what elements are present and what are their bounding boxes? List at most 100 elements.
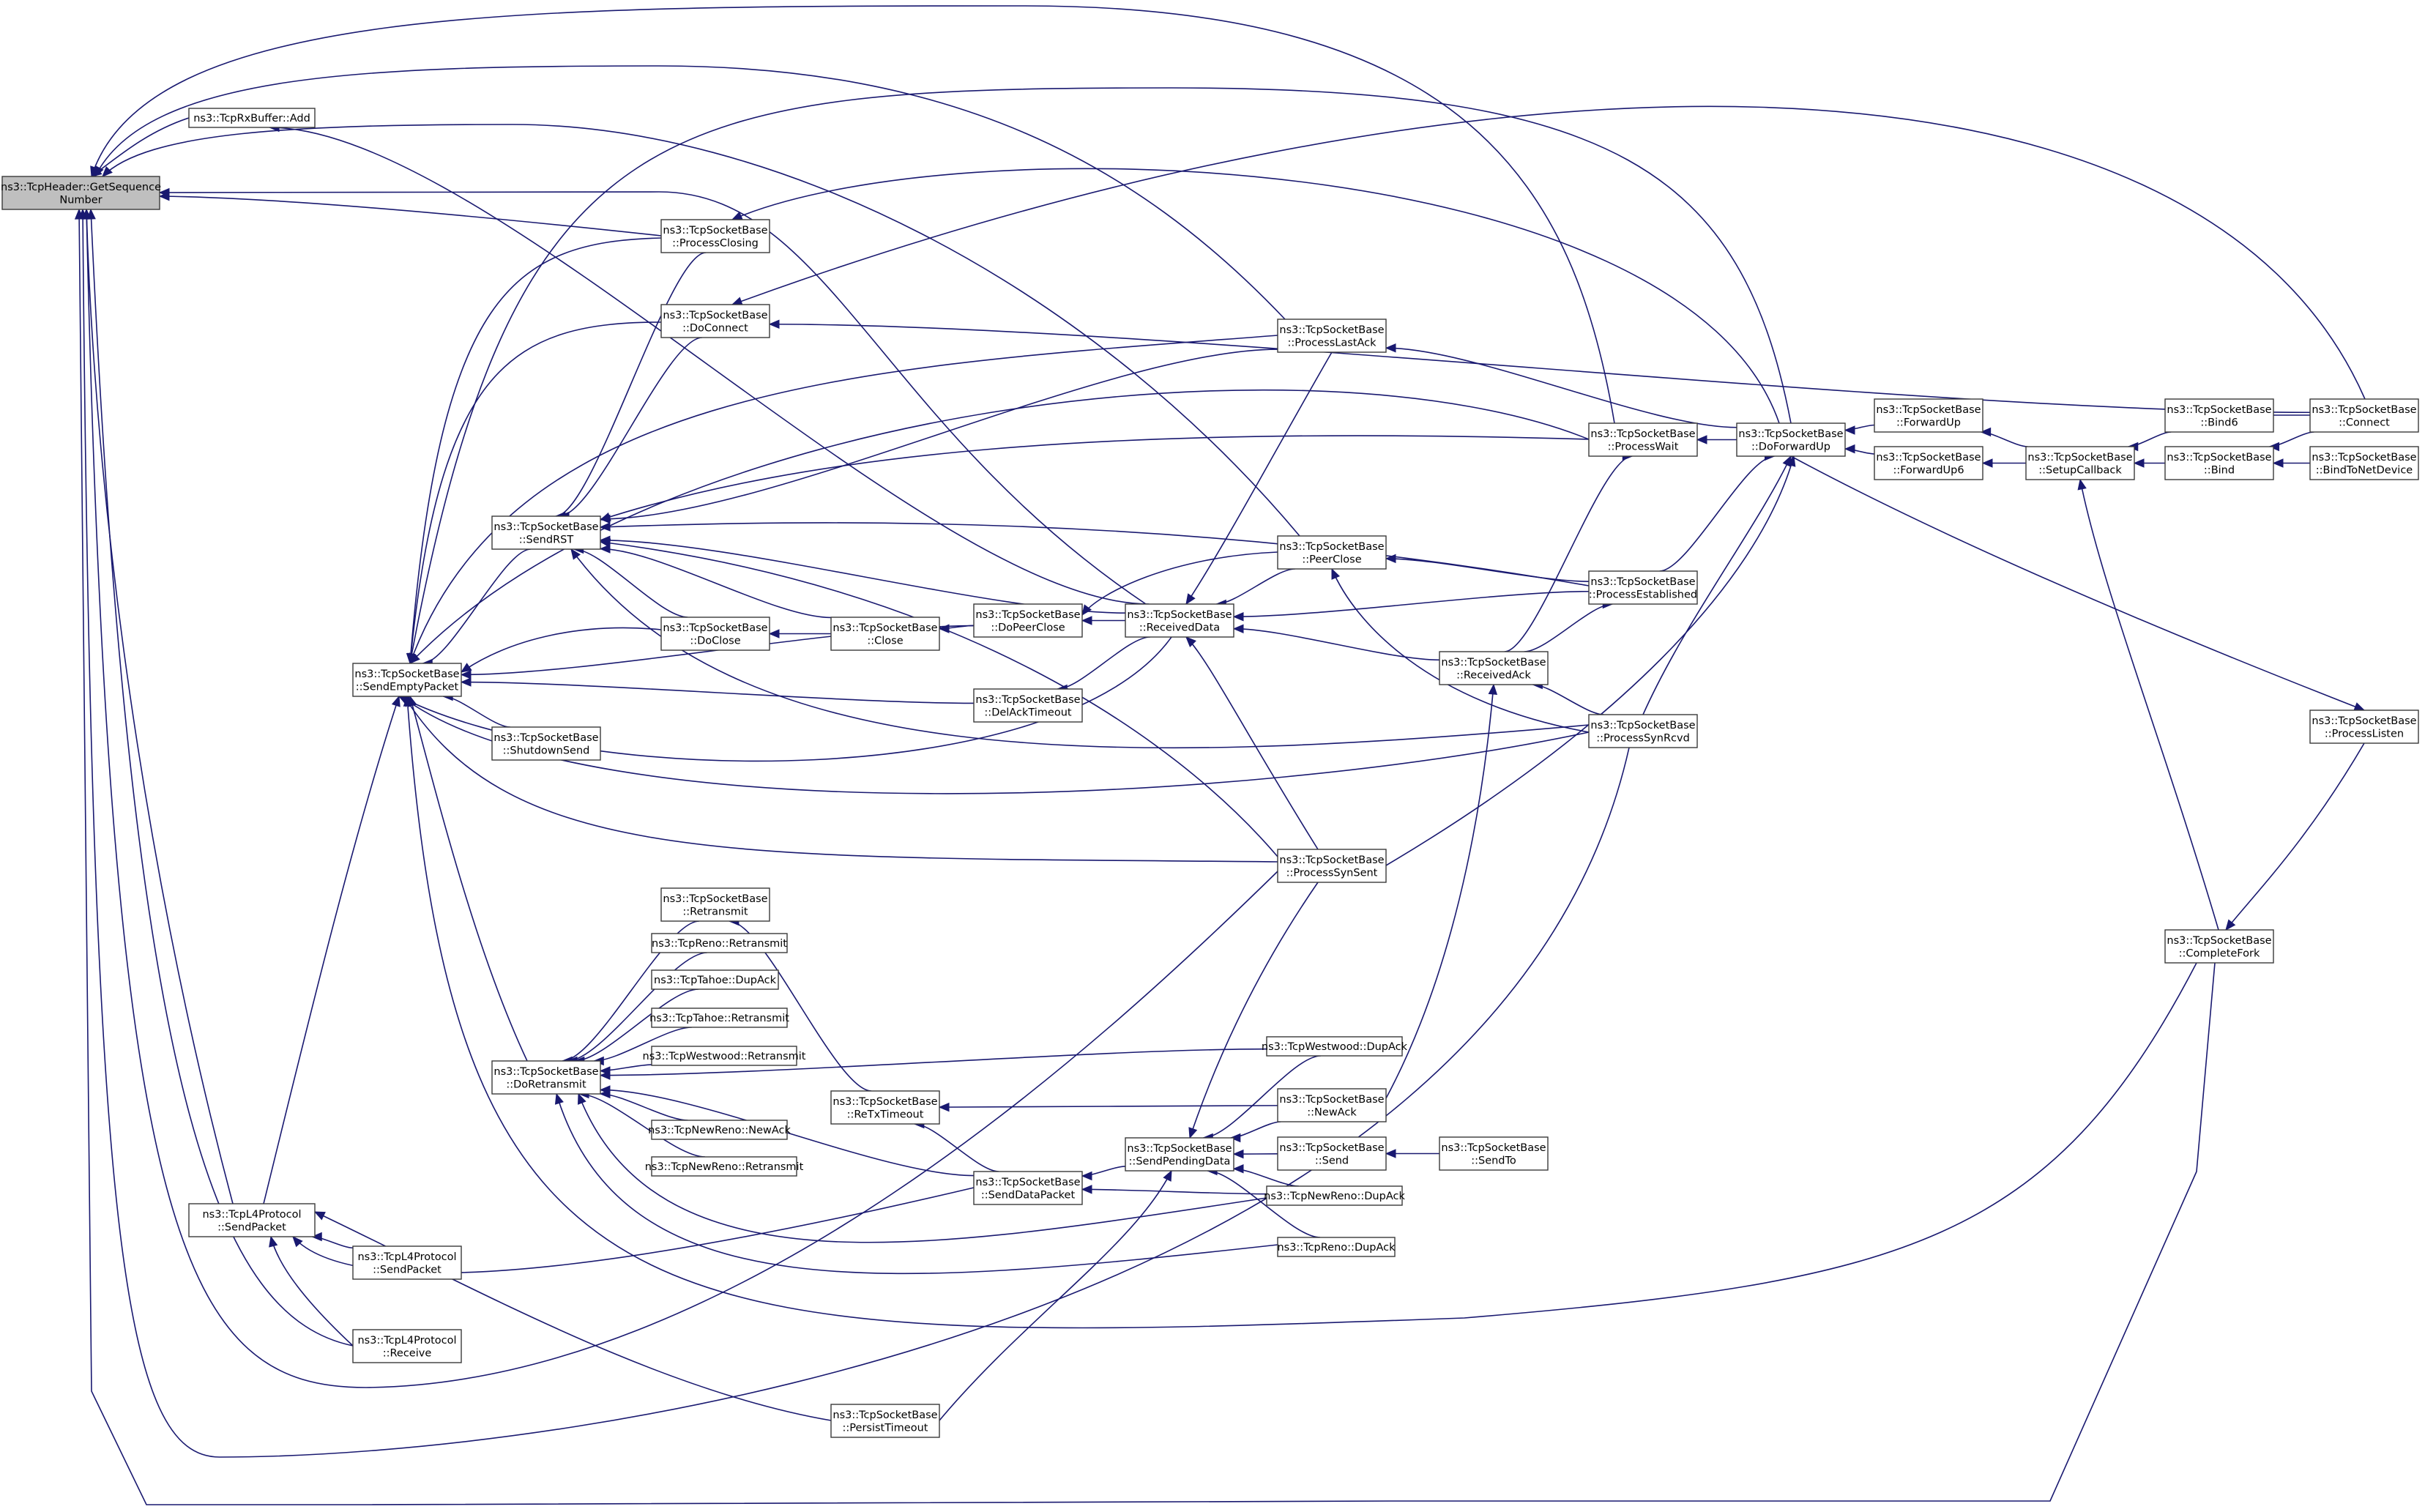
node-box	[1277, 319, 1387, 353]
edge-arrowhead	[313, 1211, 326, 1221]
edge-arrowhead	[1844, 425, 1855, 435]
node-doconnect[interactable]: ns3::TcpSocketBase::DoConnect	[660, 304, 770, 338]
node-tahoedup[interactable]: ns3::TcpTahoe::DupAck	[651, 969, 779, 990]
edge-doconnect-to-sendempty	[409, 321, 662, 664]
edge-nrdup-to-senddata	[1081, 1188, 1267, 1195]
node-lastack[interactable]: ns3::TcpSocketBase::ProcessLastAck	[1277, 319, 1387, 353]
node-nrdup[interactable]: ns3::TcpNewReno::DupAck	[1264, 1185, 1405, 1206]
node-label: ns3::TcpL4Protocol	[357, 1251, 456, 1263]
node-sendempty[interactable]: ns3::TcpSocketBase::SendEmptyPacket	[352, 663, 462, 697]
node-doforwardup[interactable]: ns3::TcpSocketBase::DoForwardUp	[1736, 422, 1846, 457]
node-label: ::CompleteFork	[2179, 947, 2260, 959]
edge-completefork-to-setupcb	[2079, 479, 2219, 931]
node-bind6[interactable]: ns3::TcpSocketBase::Bind6	[2164, 398, 2274, 433]
node-senddata[interactable]: ns3::TcpSocketBase::SendDataPacket	[973, 1171, 1083, 1205]
node-persist[interactable]: ns3::TcpSocketBase::PersistTimeout	[830, 1404, 940, 1438]
node-retransmit[interactable]: ns3::TcpSocketBase::Retransmit	[660, 887, 770, 922]
node-setupcb[interactable]: ns3::TcpSocketBase::SetupCallback	[2025, 446, 2135, 480]
edge-delack-to-sendempty	[461, 681, 975, 704]
node-synsent[interactable]: ns3::TcpSocketBase::ProcessSynSent	[1277, 849, 1387, 883]
node-tahoeretx[interactable]: ns3::TcpTahoe::Retransmit	[649, 1008, 789, 1028]
node-box	[352, 1329, 462, 1363]
node-l4send[interactable]: ns3::TcpL4Protocol::SendPacket	[188, 1203, 316, 1237]
node-listen[interactable]: ns3::TcpSocketBase::ProcessListen	[2309, 710, 2419, 744]
node-completefork[interactable]: ns3::TcpSocketBase::CompleteFork	[2164, 929, 2274, 964]
edge-synsent-to-sendempty	[403, 696, 1278, 863]
edge-arrowhead	[90, 165, 100, 178]
node-box	[188, 108, 316, 128]
node-send[interactable]: ns3::TcpSocketBase::Send	[1277, 1136, 1387, 1171]
node-delack[interactable]: ns3::TcpSocketBase::DelAckTimeout	[973, 688, 1083, 723]
edge-receiveddata-to-delack	[1057, 636, 1150, 690]
node-receivedack[interactable]: ns3::TcpSocketBase::ReceivedAck	[1439, 651, 1549, 685]
edge-arrowhead	[1385, 1149, 1396, 1158]
node-label: ::PersistTimeout	[843, 1422, 928, 1434]
node-box	[1588, 714, 1698, 748]
node-label: ::ForwardUp	[1896, 417, 1961, 428]
node-forwardup6[interactable]: ns3::TcpSocketBase::ForwardUp6	[1874, 446, 1983, 480]
node-dopeerclose[interactable]: ns3::TcpSocketBase::DoPeerClose	[973, 603, 1083, 638]
node-box	[1588, 570, 1698, 605]
node-doretransmit[interactable]: ns3::TcpSocketBase::DoRetransmit	[491, 1060, 601, 1095]
node-renoretx[interactable]: ns3::TcpReno::Retransmit	[651, 933, 788, 953]
edge-established-to-peerclose	[1385, 558, 1590, 582]
edge-doclose-to-sendempty	[461, 627, 662, 673]
node-box	[491, 515, 601, 550]
node-label: ::SendPacket	[217, 1221, 286, 1233]
node-bindnetdev[interactable]: ns3::TcpSocketBase::BindToNetDevice	[2309, 446, 2419, 480]
edge-arrowhead	[554, 1092, 564, 1105]
node-rxadd[interactable]: ns3::TcpRxBuffer::Add	[188, 108, 316, 128]
edge-newack-to-retxtimeout	[939, 1105, 1278, 1108]
edge-lastack-to-root	[94, 65, 1286, 320]
edge-synrcvd-to-peerclose	[1331, 568, 1590, 733]
edge-synrcvd-to-doforwardup	[1642, 455, 1792, 715]
node-close[interactable]: ns3::TcpSocketBase::Close	[830, 617, 940, 651]
node-bind[interactable]: ns3::TcpSocketBase::Bind	[2164, 446, 2274, 480]
node-sendrst[interactable]: ns3::TcpSocketBase::SendRST	[491, 515, 601, 550]
edge-established-to-doforwardup	[1659, 455, 1775, 572]
node-box	[1874, 398, 1983, 433]
node-sendto[interactable]: ns3::TcpSocketBase::SendTo	[1439, 1136, 1549, 1171]
node-shutdownsend[interactable]: ns3::TcpSocketBase::ShutdownSend	[491, 726, 601, 761]
node-retxtimeout[interactable]: ns3::TcpSocketBase::ReTxTimeout	[830, 1090, 940, 1125]
node-established[interactable]: ns3::TcpSocketBase::ProcessEstablished	[1588, 570, 1698, 605]
edge-arrowhead	[391, 695, 401, 707]
node-newack[interactable]: ns3::TcpSocketBase::NewAck	[1277, 1088, 1387, 1122]
node-box	[2309, 446, 2419, 480]
node-sendpending[interactable]: ns3::TcpSocketBase::SendPendingData	[1125, 1137, 1234, 1172]
node-synrcvd[interactable]: ns3::TcpSocketBase::ProcessSynRcvd	[1588, 714, 1698, 748]
node-connect[interactable]: ns3::TcpSocketBase::Connect	[2309, 398, 2419, 433]
edge-arrowhead	[768, 629, 780, 638]
node-forwardup[interactable]: ns3::TcpSocketBase::ForwardUp	[1874, 398, 1983, 433]
node-box	[973, 603, 1083, 638]
node-renodup[interactable]: ns3::TcpReno::DupAck	[1277, 1237, 1396, 1257]
edge-retxtimeout-to-retransmit	[729, 920, 872, 1092]
node-processwait[interactable]: ns3::TcpSocketBase::ProcessWait	[1588, 422, 1698, 457]
edge-arrowhead	[74, 208, 84, 220]
node-westdup[interactable]: ns3::TcpWestwood::DupAck	[1262, 1036, 1408, 1057]
node-nrretx[interactable]: ns3::TcpNewReno::Retransmit	[645, 1156, 804, 1177]
node-nrnewack[interactable]: ns3::TcpNewReno::NewAck	[648, 1120, 791, 1140]
edge-synsent-to-sendpending	[1189, 882, 1319, 1139]
node-box	[1736, 422, 1846, 457]
node-closing[interactable]: ns3::TcpSocketBase::ProcessClosing	[660, 219, 770, 253]
node-label: ::ProcessClosing	[672, 237, 759, 249]
node-doclose[interactable]: ns3::TcpSocketBase::DoClose	[660, 617, 770, 651]
edge-arrowhead	[1980, 427, 1992, 437]
node-l4recv[interactable]: ns3::TcpL4Protocol::Receive	[352, 1329, 462, 1363]
node-label: ns3::TcpNewReno::Retransmit	[645, 1161, 804, 1173]
node-box	[352, 663, 462, 697]
node-westretx[interactable]: ns3::TcpWestwood::Retransmit	[643, 1046, 806, 1066]
node-label: ::DoForwardUp	[1751, 441, 1830, 453]
node-receiveddata[interactable]: ns3::TcpSocketBase::ReceivedData	[1125, 603, 1234, 638]
edge-arrowhead	[599, 535, 611, 545]
node-label: Number	[59, 194, 102, 206]
edge-arrowhead	[1232, 611, 1244, 622]
edge-receivedack-to-receiveddata	[1233, 627, 1440, 661]
node-label: ns3::TcpSocketBase	[1441, 657, 1546, 669]
node-peerclose[interactable]: ns3::TcpSocketBase::PeerClose	[1277, 535, 1387, 570]
edge-closing-to-sendrst	[555, 252, 707, 517]
edge-arrowhead	[1081, 1185, 1092, 1194]
node-l4send2[interactable]: ns3::TcpL4Protocol::SendPacket	[352, 1245, 462, 1280]
